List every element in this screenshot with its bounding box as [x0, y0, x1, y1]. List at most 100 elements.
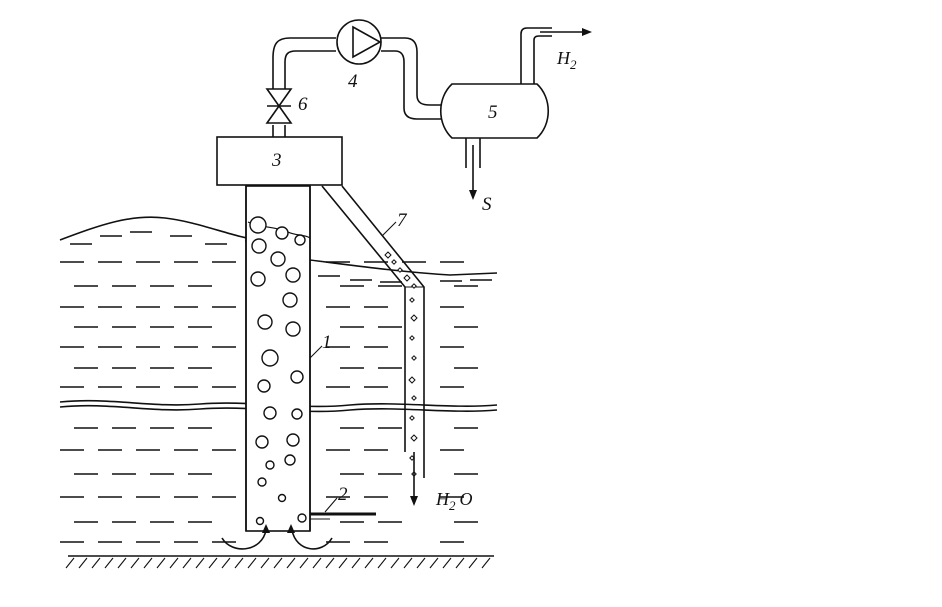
leader-2: [324, 497, 338, 513]
seabed-hatch: [65, 557, 491, 569]
particle-dot: [409, 415, 415, 421]
label-return-pipe: 7: [397, 210, 408, 231]
gas-bubble: [251, 238, 267, 254]
seabed-hatch-mark: [455, 557, 465, 569]
hydrogen-arrow-head: [582, 28, 592, 36]
particle-dot: [409, 335, 415, 341]
particle-dot: [408, 376, 416, 384]
gas-bubble: [263, 406, 277, 420]
seabed-hatch-mark: [351, 557, 361, 569]
valve: [265, 88, 293, 124]
particle-dot: [410, 434, 418, 442]
pipe-to-pump-outer: [272, 37, 336, 59]
sulfur-arrow-head: [469, 190, 477, 200]
label-hydrogen: H2: [556, 48, 577, 72]
seabed-hatch-mark: [208, 557, 218, 569]
label-valve: 6: [298, 94, 308, 115]
seabed-hatch-mark: [338, 557, 348, 569]
leader-1: [309, 345, 323, 359]
gas-bubble: [257, 314, 273, 330]
gas-bubbles: [249, 216, 307, 526]
seabed-hatch-mark: [117, 557, 127, 569]
particle-dot: [391, 259, 397, 265]
seabed-hatch-mark: [260, 557, 270, 569]
gas-bubble: [297, 513, 307, 523]
gas-bubble: [275, 226, 289, 240]
label-separator: 5: [488, 102, 498, 123]
label-air-pipe: 2: [338, 484, 348, 505]
seabed-hatch-mark: [481, 557, 491, 569]
gas-bubble: [291, 408, 303, 420]
gas-bubble: [284, 454, 296, 466]
seabed-hatch-mark: [104, 557, 114, 569]
seabed-hatch-mark: [403, 557, 413, 569]
gas-bubble: [265, 460, 275, 470]
particle-dot: [403, 274, 411, 282]
seabed-hatch-mark: [247, 557, 257, 569]
particle-dot: [409, 297, 415, 303]
gas-bubble: [249, 216, 267, 234]
hydrogen-pipe-inner: [533, 35, 552, 84]
seabed-hatch-mark: [78, 557, 88, 569]
sea-surface-wave: [59, 216, 498, 276]
particle-dot: [384, 251, 392, 259]
gas-bubble: [294, 234, 306, 246]
inflow-arrow-left-head: [262, 524, 270, 533]
label-sulfur: S: [482, 194, 492, 215]
seabed-hatch-mark: [156, 557, 166, 569]
seabed-hatch-mark: [169, 557, 179, 569]
return-pipe-inner: [341, 185, 425, 478]
label-pump: 4: [348, 71, 358, 92]
seabed-hatch-mark: [312, 557, 322, 569]
pipe-to-separator-inner: [381, 50, 444, 120]
seabed-hatch-mark: [468, 557, 478, 569]
gas-bubble: [257, 477, 267, 487]
gas-bubble: [257, 379, 271, 393]
seabed-hatch-mark: [221, 557, 231, 569]
separator-tank: [440, 83, 549, 139]
seabed-hatch-mark: [429, 557, 439, 569]
inflow-arrow-left: [221, 529, 267, 550]
gas-bubble: [277, 493, 287, 503]
seabed-hatch-mark: [65, 557, 75, 569]
seabed-hatch-mark: [91, 557, 101, 569]
inflow-arrow-right: [291, 529, 333, 550]
seabed-hatch-mark: [273, 557, 283, 569]
label-top-box: 3: [271, 150, 282, 171]
particle-dot: [410, 314, 418, 322]
seabed-hatch-mark: [195, 557, 205, 569]
gas-bubble: [285, 267, 301, 283]
seabed-hatch-mark: [377, 557, 387, 569]
particle-dot: [411, 395, 417, 401]
gas-bubble: [261, 349, 279, 367]
leader-7: [381, 221, 397, 237]
particle-dot: [397, 267, 403, 273]
gas-bubble: [282, 292, 298, 308]
top-chamber: [216, 136, 343, 186]
seabed-hatch-mark: [286, 557, 296, 569]
seabed-hatch-mark: [364, 557, 374, 569]
pump: [336, 19, 382, 65]
particle-dot: [411, 355, 417, 361]
water-outflow-arrow-head: [410, 496, 418, 506]
pump-symbol: [352, 25, 382, 59]
particle-dot: [411, 283, 417, 289]
pipe-to-separator-outer: [381, 37, 446, 106]
seabed-hatch-mark: [325, 557, 335, 569]
seabed-hatch-mark: [442, 557, 452, 569]
hydrogen-pipe-outer: [520, 27, 552, 84]
seabed-hatch-mark: [182, 557, 192, 569]
gas-bubble: [286, 433, 300, 447]
gas-bubble: [255, 435, 269, 449]
seabed-hatch-mark: [130, 557, 140, 569]
seabed-hatch-mark: [143, 557, 153, 569]
inflow-arrow-right-head: [287, 524, 295, 533]
gas-bubble: [285, 321, 301, 337]
gas-bubble: [290, 370, 304, 384]
seabed-hatch-mark: [234, 557, 244, 569]
seabed-hatch-mark: [416, 557, 426, 569]
seabed-hatch-mark: [390, 557, 400, 569]
return-pipe-particles: [384, 251, 418, 477]
